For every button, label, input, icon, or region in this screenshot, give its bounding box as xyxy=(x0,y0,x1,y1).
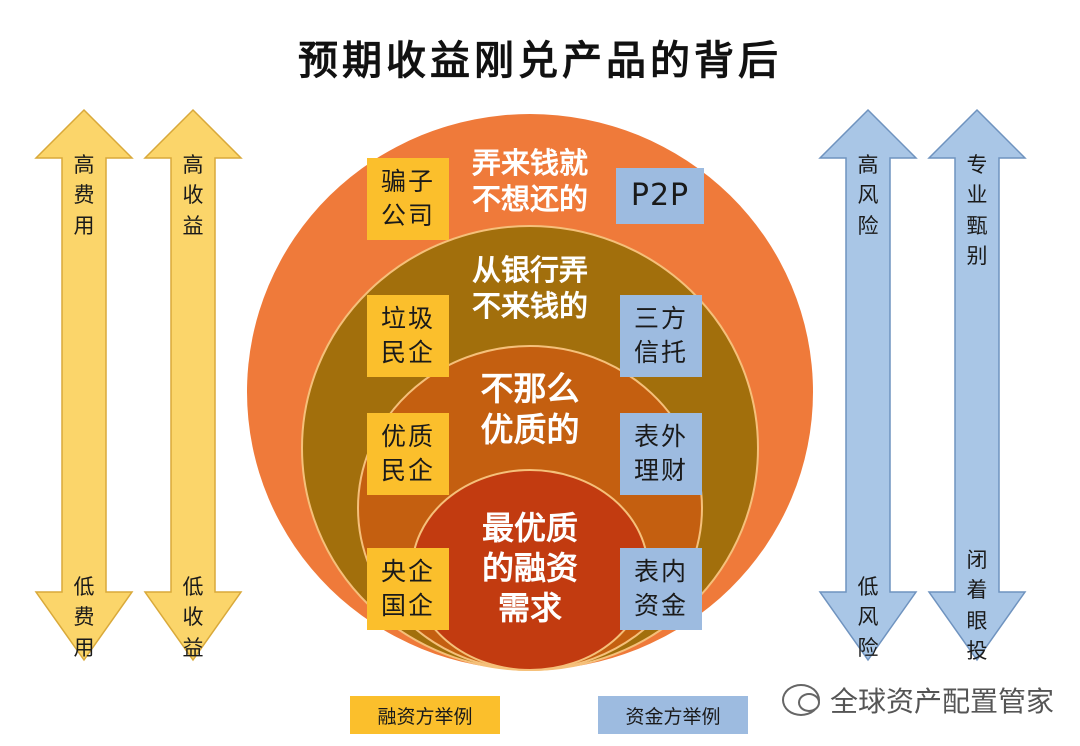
funder-box-trust: 三方 信托 xyxy=(620,295,702,377)
arrow-label-low-return: 低收益 xyxy=(182,575,204,660)
legend-funder: 资金方举例 xyxy=(598,696,748,734)
arrow-label-blind-investing: 闭着眼投 xyxy=(966,548,988,664)
ring-label-third: 不那么 优质的 xyxy=(480,369,580,450)
arrow-label-professional-screening: 专业甄别 xyxy=(966,153,988,269)
funder-box-on-balance: 表内 资金 xyxy=(620,548,702,630)
wechat-icon xyxy=(782,684,820,716)
financier-box-scam: 骗子 公司 xyxy=(367,158,449,240)
arrow-high-low-fee xyxy=(34,108,134,662)
arrow-label-high-risk: 高风险 xyxy=(857,153,879,238)
legend-financier: 融资方举例 xyxy=(350,696,500,734)
watermark: 全球资产配置管家 xyxy=(782,680,1054,720)
ring-label-core: 最优质 的融资 需求 xyxy=(481,509,578,627)
funder-box-off-balance: 表外 理财 xyxy=(620,413,702,495)
arrow-high-low-risk xyxy=(818,108,918,662)
arrow-label-low-fee: 低费用 xyxy=(73,575,95,660)
arrow-label-high-return: 高收益 xyxy=(182,153,204,238)
arrow-high-low-return xyxy=(143,108,243,662)
financier-box-quality-private: 优质 民企 xyxy=(367,413,449,495)
watermark-text: 全球资产配置管家 xyxy=(830,685,1055,718)
page-title: 预期收益刚兑产品的背后 xyxy=(298,37,782,84)
funder-box-p2p: P2P xyxy=(616,168,704,224)
arrow-label-high-fee: 高费用 xyxy=(73,153,95,238)
ring-label-outer: 弄来钱就 不想还的 xyxy=(471,146,588,217)
financier-box-junk-private: 垃圾 民企 xyxy=(367,295,449,377)
arrow-label-low-risk: 低风险 xyxy=(857,575,879,660)
arrow-screening-blind xyxy=(927,108,1027,662)
ring-label-second: 从银行弄 不来钱的 xyxy=(471,253,588,324)
financier-box-soe: 央企 国企 xyxy=(367,548,449,630)
